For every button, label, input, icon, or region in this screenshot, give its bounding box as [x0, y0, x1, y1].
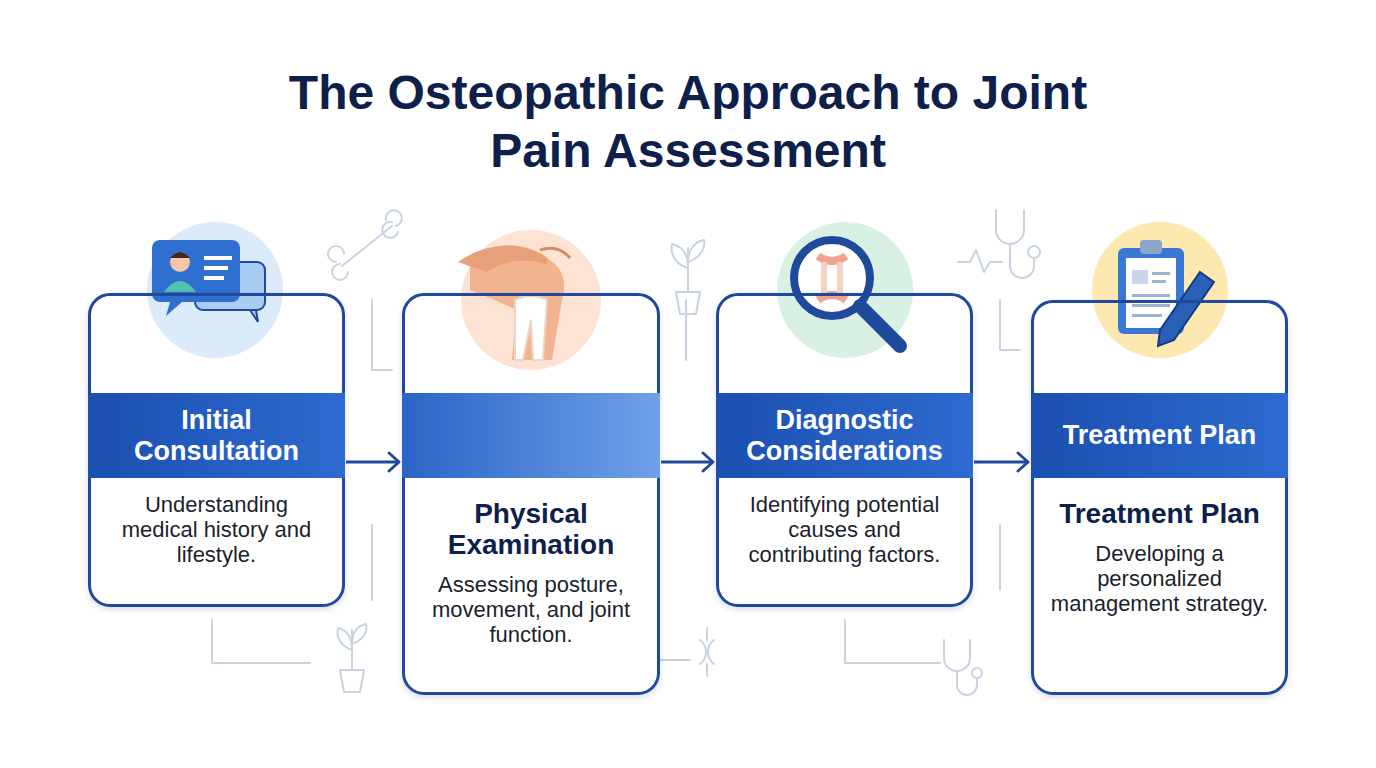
step-description: Identifying potential causes and contrib…: [735, 492, 954, 567]
step-description: Assessing posture, movement, and joint f…: [421, 572, 641, 647]
step-heading: Treatment Plan: [1063, 420, 1257, 451]
knee-icon: [458, 230, 601, 370]
step-subheading: Physical Examination: [421, 498, 641, 560]
arrow-line: [661, 461, 713, 464]
card-body: Physical ExaminationAssessing posture, m…: [405, 478, 657, 667]
arrow-head: [389, 453, 399, 471]
step-heading: Diagnostic Considerations: [726, 405, 963, 467]
consultation-icon: [147, 222, 283, 358]
card-body: Treatment PlanDeveloping a personalized …: [1034, 478, 1285, 636]
clipboard-icon: [1092, 222, 1228, 358]
step-description: Understanding medical history and lifest…: [107, 492, 326, 567]
card-body: Understanding medical history and lifest…: [91, 478, 342, 587]
step-card: Treatment PlanTreatment PlanDeveloping a…: [1031, 300, 1288, 695]
magnifier-icon: [777, 222, 913, 358]
flow-arrow: [346, 453, 399, 471]
card-spacer: [405, 296, 657, 393]
card-body: Identifying potential causes and contrib…: [719, 478, 970, 587]
card-spacer: [1034, 303, 1285, 393]
diagram-title: The Osteopathic Approach to Joint Pain A…: [248, 64, 1128, 180]
card-spacer: [719, 296, 970, 393]
step-card: Diagnostic ConsiderationsIdentifying pot…: [716, 293, 973, 607]
arrow-head: [703, 453, 713, 471]
step-heading: Initial Consultation: [98, 405, 335, 467]
header-band: [402, 393, 660, 478]
header-band: Treatment Plan: [1031, 393, 1288, 478]
step-card: Physical ExaminationAssessing posture, m…: [402, 293, 660, 695]
flow-arrow: [974, 453, 1028, 471]
header-band: Initial Consultation: [88, 393, 345, 478]
card-spacer: [91, 296, 342, 393]
header-band: Diagnostic Considerations: [716, 393, 973, 478]
step-card: Initial ConsultationUnderstanding medica…: [88, 293, 345, 607]
step-subheading: Treatment Plan: [1050, 498, 1269, 529]
step-description: Developing a personalized management str…: [1050, 541, 1269, 616]
arrow-line: [974, 461, 1028, 464]
flow-arrow: [661, 453, 713, 471]
arrow-line: [346, 461, 399, 464]
arrow-head: [1018, 453, 1028, 471]
